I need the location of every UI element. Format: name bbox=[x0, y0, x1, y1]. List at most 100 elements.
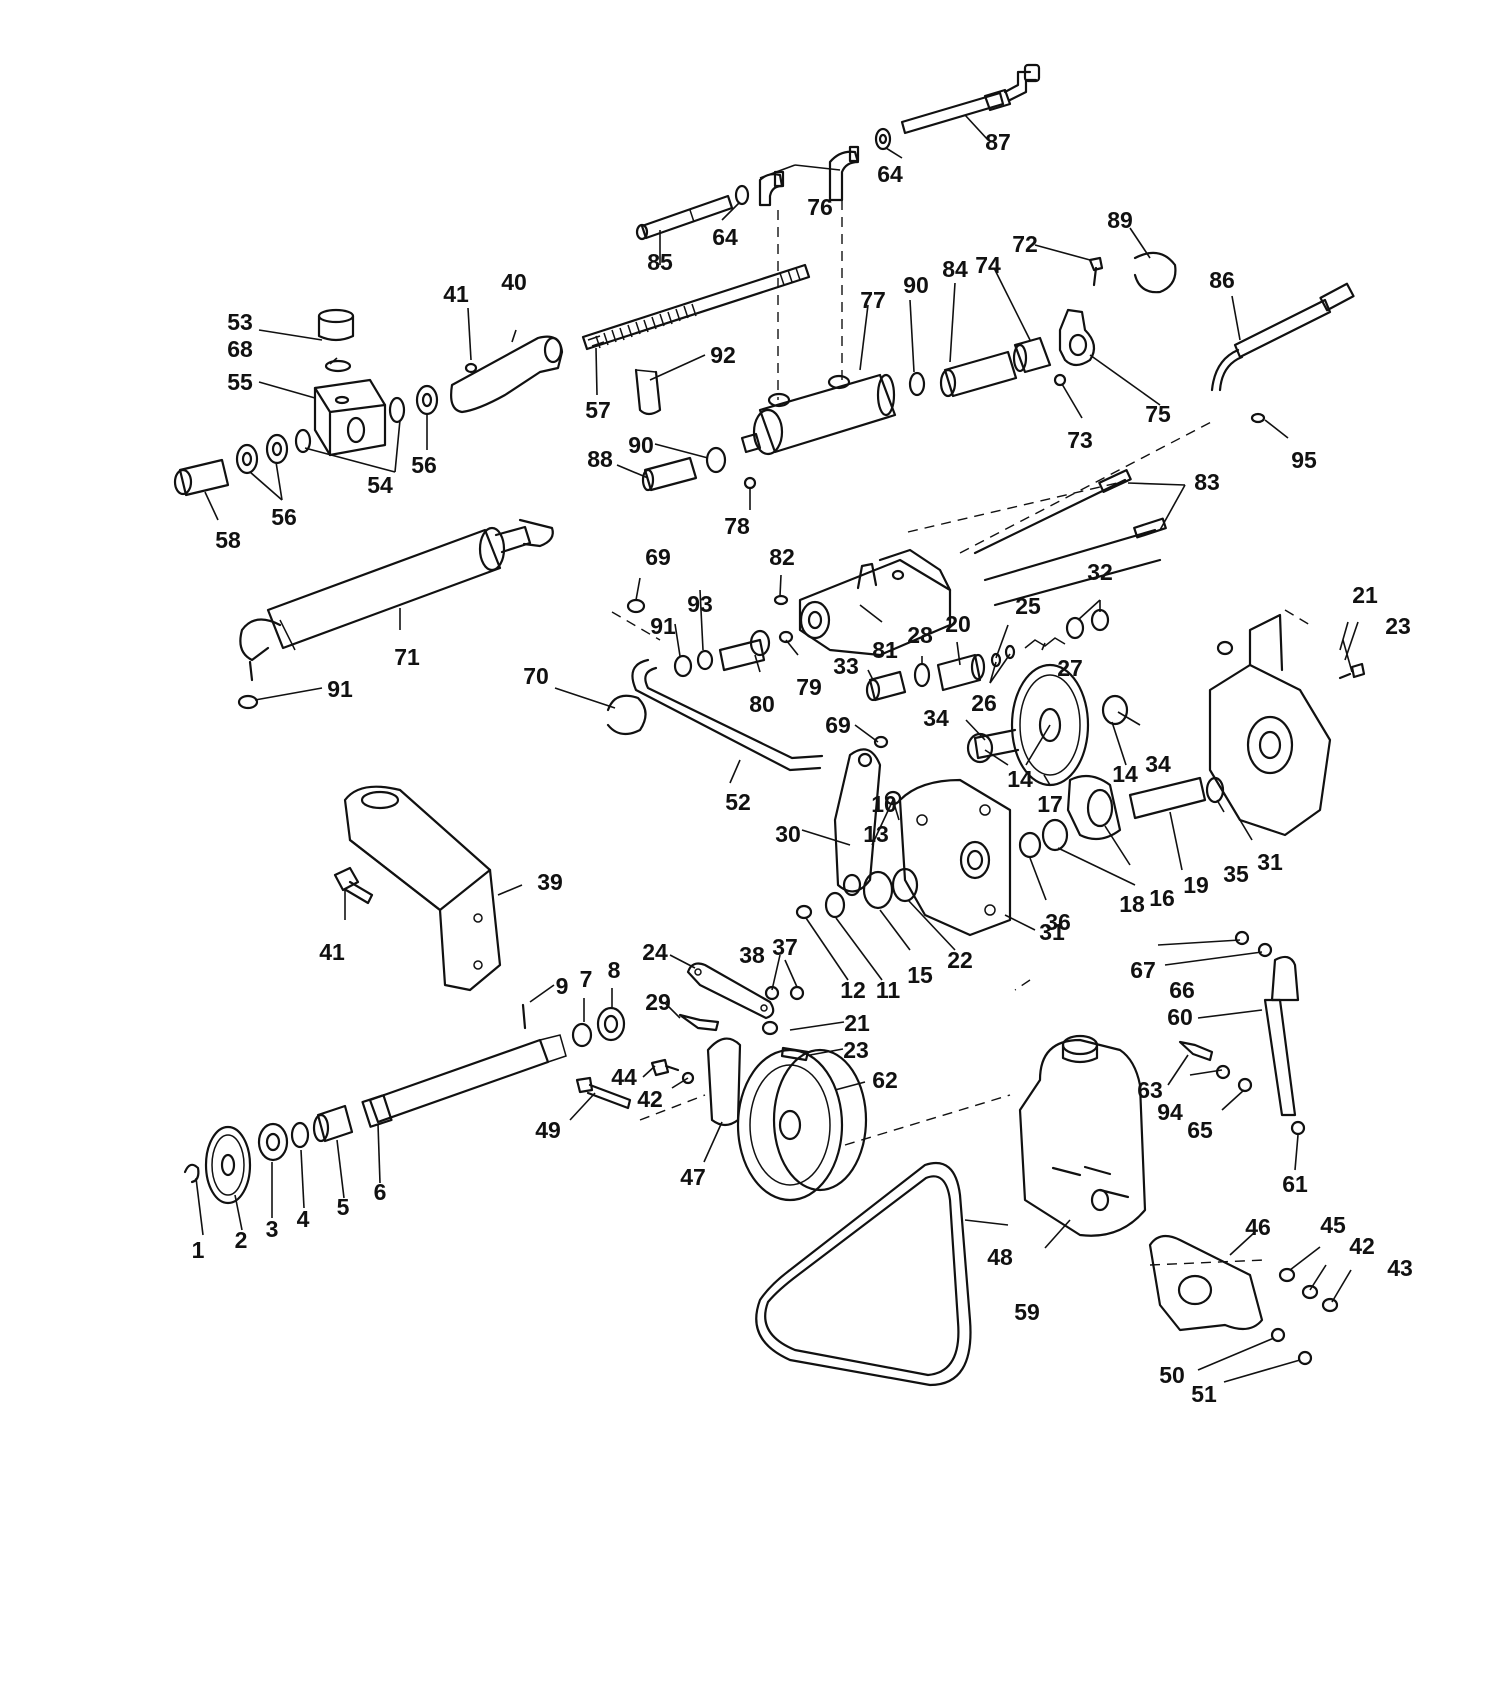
callout-64a: 64 bbox=[712, 224, 738, 250]
part-33-sleeve bbox=[868, 670, 907, 702]
part-92-clip bbox=[634, 368, 662, 416]
part-6-shaft bbox=[361, 1034, 567, 1128]
callout-14a: 14 bbox=[1007, 766, 1033, 792]
callout-74: 74 bbox=[975, 252, 1001, 278]
part-16-cam bbox=[1066, 774, 1122, 841]
callout-64b: 64 bbox=[877, 161, 903, 187]
callout-31a: 31 bbox=[1039, 919, 1065, 945]
callout-25: 25 bbox=[1015, 593, 1041, 619]
callout-89: 89 bbox=[1107, 207, 1133, 233]
callout-48: 48 bbox=[987, 1244, 1013, 1270]
callout-83: 83 bbox=[1194, 469, 1220, 495]
callout-32: 32 bbox=[1087, 559, 1113, 585]
callout-53: 53 bbox=[227, 309, 253, 335]
callout-6: 6 bbox=[374, 1179, 387, 1205]
callout-labels: 1 2 3 4 5 6 7 8 9 10 11 12 13 14 14 14 1… bbox=[192, 129, 1413, 1407]
part-60-adjuster-arm bbox=[1263, 955, 1300, 1117]
callout-42b: 42 bbox=[1349, 1233, 1375, 1259]
callout-41a: 41 bbox=[443, 281, 469, 307]
callout-95: 95 bbox=[1291, 447, 1317, 473]
callout-56a: 56 bbox=[411, 452, 437, 478]
callout-40: 40 bbox=[501, 269, 527, 295]
callout-22: 22 bbox=[947, 947, 973, 973]
callout-79: 79 bbox=[796, 674, 822, 700]
callout-4: 4 bbox=[297, 1206, 310, 1232]
callout-9: 9 bbox=[556, 973, 569, 999]
part-81-valve bbox=[798, 548, 952, 657]
callout-80: 80 bbox=[749, 691, 775, 717]
callout-66: 66 bbox=[1169, 977, 1195, 1003]
callout-26: 26 bbox=[971, 690, 997, 716]
callout-65: 65 bbox=[1187, 1117, 1213, 1143]
callout-84: 84 bbox=[942, 256, 968, 282]
part-87-hose bbox=[900, 63, 1041, 135]
callout-63: 63 bbox=[1137, 1077, 1163, 1103]
part-20-spool bbox=[936, 653, 986, 692]
part-59-belt bbox=[755, 1162, 972, 1387]
callout-33: 33 bbox=[833, 653, 859, 679]
callout-87: 87 bbox=[985, 129, 1011, 155]
part-84-sleeve bbox=[943, 350, 1018, 398]
part-17-gear bbox=[973, 663, 1090, 787]
callout-17: 17 bbox=[1037, 791, 1063, 817]
callout-43: 43 bbox=[1387, 1255, 1413, 1281]
callout-11: 11 bbox=[876, 977, 901, 1003]
part-62-pulley bbox=[736, 1048, 868, 1202]
callout-85: 85 bbox=[647, 249, 673, 275]
callout-23a: 23 bbox=[1385, 613, 1411, 639]
part-53-plug bbox=[317, 308, 355, 342]
part-80-fitting bbox=[718, 629, 771, 672]
callout-3: 3 bbox=[266, 1216, 279, 1242]
callout-42a: 42 bbox=[637, 1086, 663, 1112]
callout-2: 2 bbox=[235, 1227, 248, 1253]
callout-75: 75 bbox=[1145, 401, 1171, 427]
callout-21b: 21 bbox=[844, 1010, 870, 1036]
part-2-sprocket bbox=[204, 1125, 252, 1205]
callout-71: 71 bbox=[394, 644, 420, 670]
callout-90a: 90 bbox=[903, 272, 929, 298]
callout-34a: 34 bbox=[923, 705, 949, 731]
callout-12: 12 bbox=[840, 977, 866, 1003]
callout-67: 67 bbox=[1130, 957, 1156, 983]
part-88-tube bbox=[643, 456, 698, 492]
callout-77: 77 bbox=[860, 287, 886, 313]
callout-16: 16 bbox=[1149, 885, 1175, 911]
callout-69a: 69 bbox=[645, 544, 671, 570]
part-57-threaded-rod bbox=[581, 263, 811, 351]
callout-68: 68 bbox=[227, 336, 253, 362]
callout-91b: 91 bbox=[327, 676, 353, 702]
part-39-bracket bbox=[343, 785, 502, 992]
callout-5: 5 bbox=[337, 1194, 350, 1220]
callout-81: 81 bbox=[872, 637, 898, 663]
callout-45: 45 bbox=[1320, 1212, 1346, 1238]
callout-56b: 56 bbox=[271, 504, 297, 530]
callout-78: 78 bbox=[724, 513, 750, 539]
part-85-tube bbox=[640, 194, 734, 240]
callout-50: 50 bbox=[1159, 1362, 1185, 1388]
callout-7: 7 bbox=[580, 966, 593, 992]
callout-19: 19 bbox=[1183, 872, 1209, 898]
part-86-hose bbox=[1210, 282, 1355, 392]
part-71-cylinder bbox=[239, 518, 554, 682]
part-47-bracket bbox=[706, 1037, 742, 1127]
callout-21a: 21 bbox=[1352, 582, 1378, 608]
callout-44: 44 bbox=[611, 1064, 637, 1090]
callout-92: 92 bbox=[710, 342, 736, 368]
callout-36: 36 bbox=[1045, 909, 1071, 935]
part-24-link bbox=[686, 962, 775, 1020]
leader-lines bbox=[195, 114, 1359, 1383]
callout-54: 54 bbox=[367, 472, 393, 498]
callout-34b: 34 bbox=[1145, 751, 1171, 777]
callout-94: 94 bbox=[1157, 1099, 1183, 1125]
part-70-clamp bbox=[606, 694, 647, 736]
part-52-tube bbox=[631, 658, 824, 772]
callout-88: 88 bbox=[587, 446, 613, 472]
callout-58: 58 bbox=[215, 527, 241, 553]
callout-59: 59 bbox=[1014, 1299, 1040, 1325]
callout-52: 52 bbox=[725, 789, 751, 815]
callout-51: 51 bbox=[1191, 1381, 1217, 1407]
part-31-front-housing bbox=[898, 778, 1012, 937]
callout-60: 60 bbox=[1167, 1004, 1193, 1030]
part-40-arm bbox=[450, 335, 564, 414]
